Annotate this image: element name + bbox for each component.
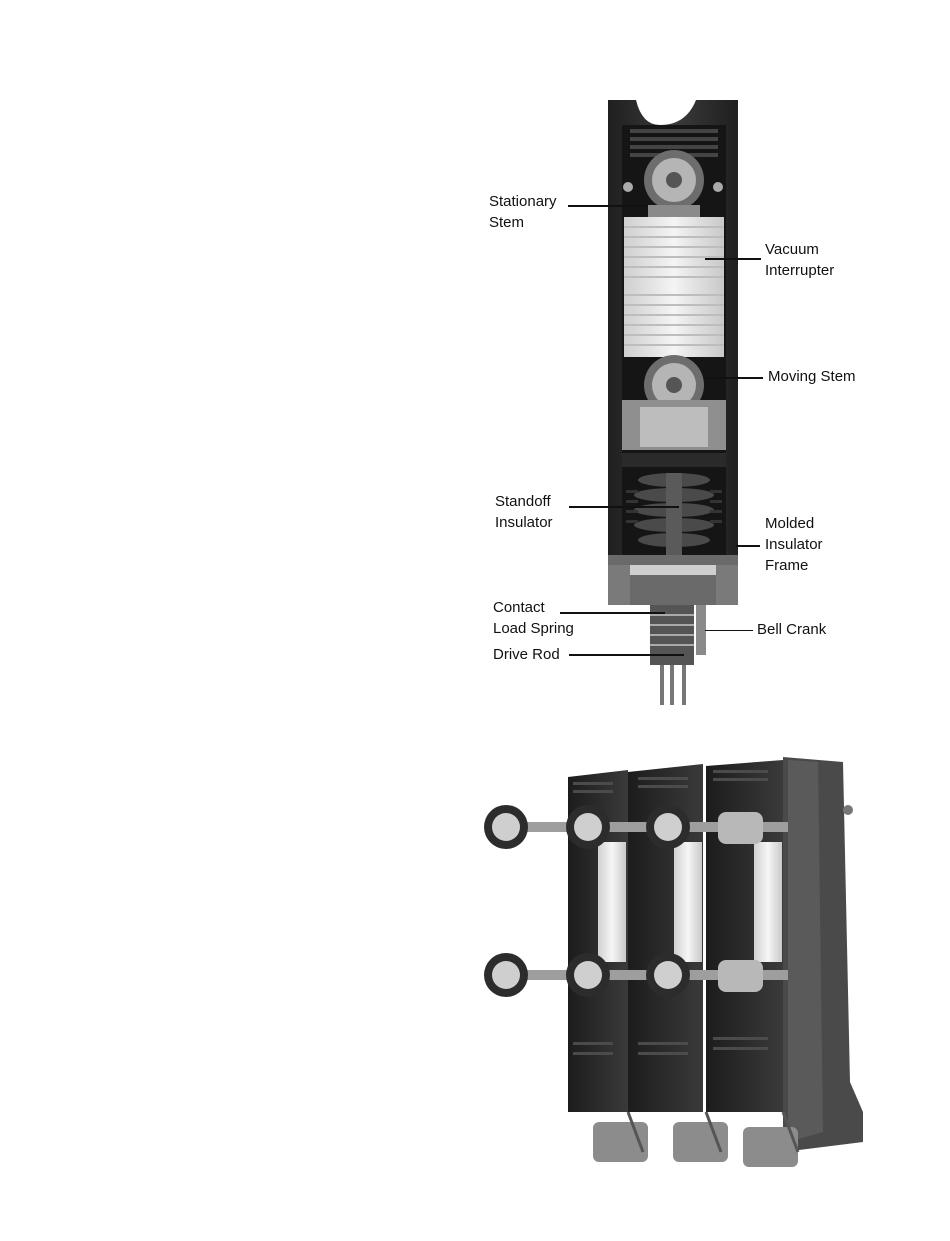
- three-pole-assembly-photo: [478, 752, 878, 1197]
- leader-bell-crank: [705, 630, 753, 631]
- label-standoff-insulator: Standoff Insulator: [495, 491, 553, 533]
- leader-molded-insulator-frame: [736, 545, 760, 547]
- leader-moving-stem: [706, 377, 763, 379]
- leader-standoff-insulator: [569, 506, 679, 508]
- leader-stationary-stem: [568, 205, 648, 207]
- label-stationary-stem: Stationary Stem: [489, 191, 557, 233]
- label-bell-crank: Bell Crank: [757, 619, 826, 640]
- label-molded-insulator-frame: Molded Insulator Frame: [765, 513, 823, 576]
- label-drive-rod: Drive Rod: [493, 644, 560, 665]
- label-moving-stem: Moving Stem: [768, 366, 856, 387]
- leader-contact-load-spring: [560, 612, 665, 614]
- pole-assembly-photo: [600, 95, 750, 710]
- leader-vacuum-interrupter: [705, 258, 761, 260]
- label-vacuum-interrupter: Vacuum Interrupter: [765, 239, 834, 281]
- leader-drive-rod: [569, 654, 684, 656]
- label-contact-load-spring: Contact Load Spring: [493, 597, 574, 639]
